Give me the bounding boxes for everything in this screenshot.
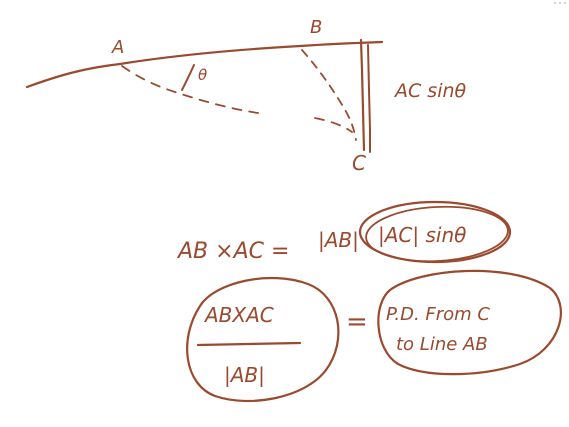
circle-fraction: [186, 277, 340, 403]
result-line-1: P.D. From C: [386, 304, 490, 325]
line-ab: [25, 40, 384, 89]
cross-product-mag-ac-sin: |AC| sinθ: [378, 223, 466, 247]
circle-highlight-ac-sin-2: [365, 205, 509, 263]
point-a-label: A: [111, 37, 124, 58]
perpendicular-line-double: [367, 44, 371, 153]
height-label: AC sinθ: [393, 80, 467, 102]
dashed-line-ac: [121, 65, 266, 115]
point-b-label: B: [310, 17, 322, 38]
point-c-label: C: [352, 151, 366, 175]
cross-product-lhs: AB ×AC =: [176, 239, 289, 264]
angle-theta-label: θ: [198, 66, 207, 84]
angle-arc: [181, 64, 195, 91]
cross-product-mag-ab: |AB|: [318, 228, 359, 252]
fraction-numerator: ABXAC: [203, 303, 274, 327]
circle-result: [377, 269, 562, 376]
fraction-denominator: |AB|: [224, 363, 265, 387]
equals-sign: =: [346, 307, 368, 337]
result-line-2: to Line AB: [396, 334, 488, 355]
fraction-bar: [196, 341, 302, 347]
corner-dots-icon: [554, 2, 566, 4]
dashed-line-bc: [301, 49, 357, 141]
dashed-line-ac-end: [314, 117, 353, 133]
perpendicular-line: [359, 38, 366, 152]
